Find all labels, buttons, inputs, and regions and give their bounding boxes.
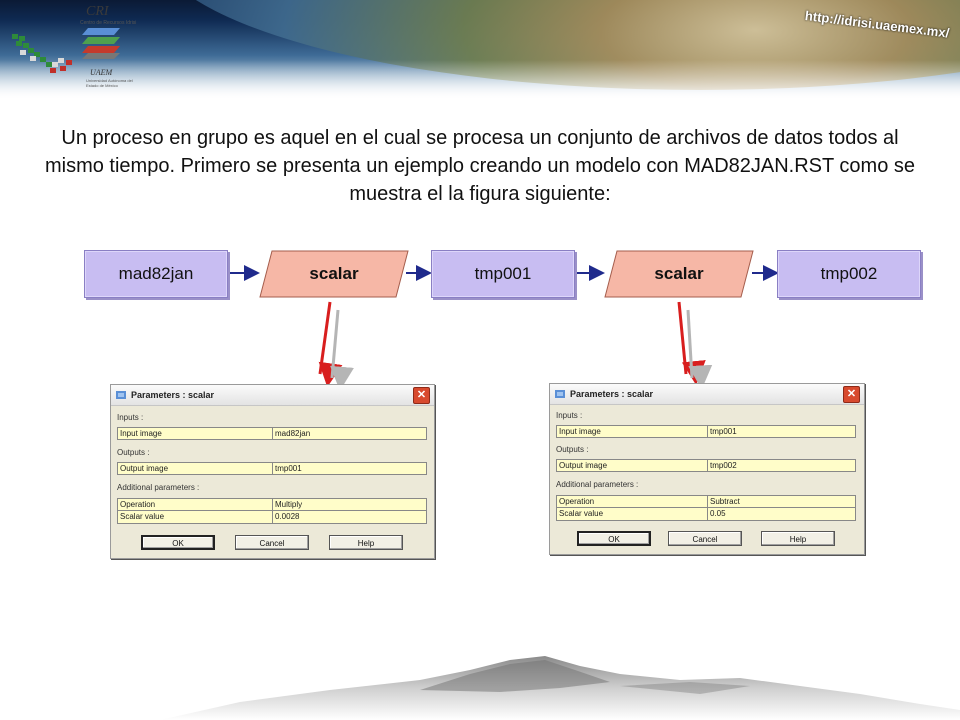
scalar-value-row[interactable]: Scalar value 0.05	[556, 508, 856, 521]
logo-uaem-subtitle: Universidad Autónoma del Estado de Méxic…	[86, 78, 133, 88]
node-label: mad82jan	[118, 264, 194, 283]
output-image-label: Output image	[118, 463, 273, 474]
dialog-title: Parameters : scalar	[570, 389, 654, 399]
node-mad82jan[interactable]: mad82jan	[84, 250, 228, 298]
operation-label: Operation	[557, 496, 708, 507]
logo-uaem-text: UAEM	[90, 68, 113, 77]
node-scalar-1[interactable]: scalar	[258, 250, 410, 298]
outputs-section-label: Outputs :	[117, 448, 150, 457]
operation-row[interactable]: Operation Subtract	[556, 495, 856, 508]
mountain-image	[160, 656, 960, 720]
app-icon	[555, 390, 565, 398]
operation-field[interactable]: Subtract	[710, 497, 740, 506]
input-image-row[interactable]: Input image mad82jan	[117, 427, 427, 440]
dialog-title: Parameters : scalar	[131, 390, 215, 400]
inputs-section-label: Inputs :	[556, 411, 583, 420]
help-button[interactable]: Help	[329, 535, 403, 550]
input-image-field[interactable]: tmp001	[710, 427, 737, 436]
additional-params-label: Additional parameters :	[117, 483, 200, 492]
node-label: tmp001	[474, 264, 532, 283]
additional-params-label: Additional parameters :	[556, 480, 639, 489]
scalar-value-label: Scalar value	[557, 508, 708, 520]
node-tmp002[interactable]: tmp002	[777, 250, 921, 298]
input-image-row[interactable]: Input image tmp001	[556, 425, 856, 438]
help-button[interactable]: Help	[761, 531, 835, 546]
dialog-titlebar[interactable]: Parameters : scalar ✕	[550, 384, 864, 405]
operation-field[interactable]: Multiply	[275, 500, 303, 509]
pointer-arrows-right	[677, 301, 713, 390]
close-icon[interactable]: ✕	[413, 387, 430, 404]
logo-cri-subtitle: Centro de Recursos Idrisi	[80, 20, 137, 26]
node-scalar-2[interactable]: scalar	[603, 250, 755, 298]
ok-button[interactable]: OK	[577, 531, 651, 546]
logo-group: CRI Centro de Recursos Idrisi UAEM Unive…	[6, 4, 136, 94]
pointer-arrows-left	[318, 301, 354, 391]
output-image-row[interactable]: Output image tmp001	[117, 462, 427, 475]
scalar-value-row[interactable]: Scalar value 0.0028	[117, 511, 427, 524]
app-icon	[116, 391, 126, 399]
operation-row[interactable]: Operation Multiply	[117, 498, 427, 511]
node-tmp001[interactable]: tmp001	[431, 250, 575, 298]
outputs-section-label: Outputs :	[556, 445, 589, 454]
intro-paragraph: Un proceso en grupo es aquel en el cual …	[44, 127, 916, 205]
cancel-button[interactable]: Cancel	[235, 535, 309, 550]
output-image-field[interactable]: tmp001	[275, 464, 302, 473]
node-label: scalar	[309, 264, 359, 283]
mexico-map-logo	[12, 34, 72, 73]
close-icon[interactable]: ✕	[843, 386, 860, 403]
logo-cri-text: CRI	[86, 4, 109, 19]
output-image-label: Output image	[557, 460, 708, 471]
scalar-value-field[interactable]: 0.05	[710, 509, 726, 518]
node-label: tmp002	[820, 264, 878, 283]
input-image-label: Input image	[557, 426, 708, 437]
ok-button[interactable]: OK	[141, 535, 215, 550]
parameters-dialog-2: Parameters : scalar ✕ Inputs : Input ima…	[549, 383, 865, 555]
operation-label: Operation	[118, 499, 273, 510]
header-banner: CRI Centro de Recursos Idrisi UAEM Unive…	[0, 0, 960, 100]
layers-logo	[82, 28, 120, 59]
scalar-value-field[interactable]: 0.0028	[275, 512, 300, 521]
input-image-field[interactable]: mad82jan	[275, 429, 311, 438]
node-label: scalar	[654, 264, 704, 283]
dialog-titlebar[interactable]: Parameters : scalar ✕	[111, 385, 434, 406]
output-image-field[interactable]: tmp002	[710, 461, 737, 470]
output-image-row[interactable]: Output image tmp002	[556, 459, 856, 472]
inputs-section-label: Inputs :	[117, 413, 144, 422]
cancel-button[interactable]: Cancel	[668, 531, 742, 546]
scalar-value-label: Scalar value	[118, 511, 273, 523]
parameters-dialog-1: Parameters : scalar ✕ Inputs : Input ima…	[110, 384, 435, 559]
input-image-label: Input image	[118, 428, 273, 439]
